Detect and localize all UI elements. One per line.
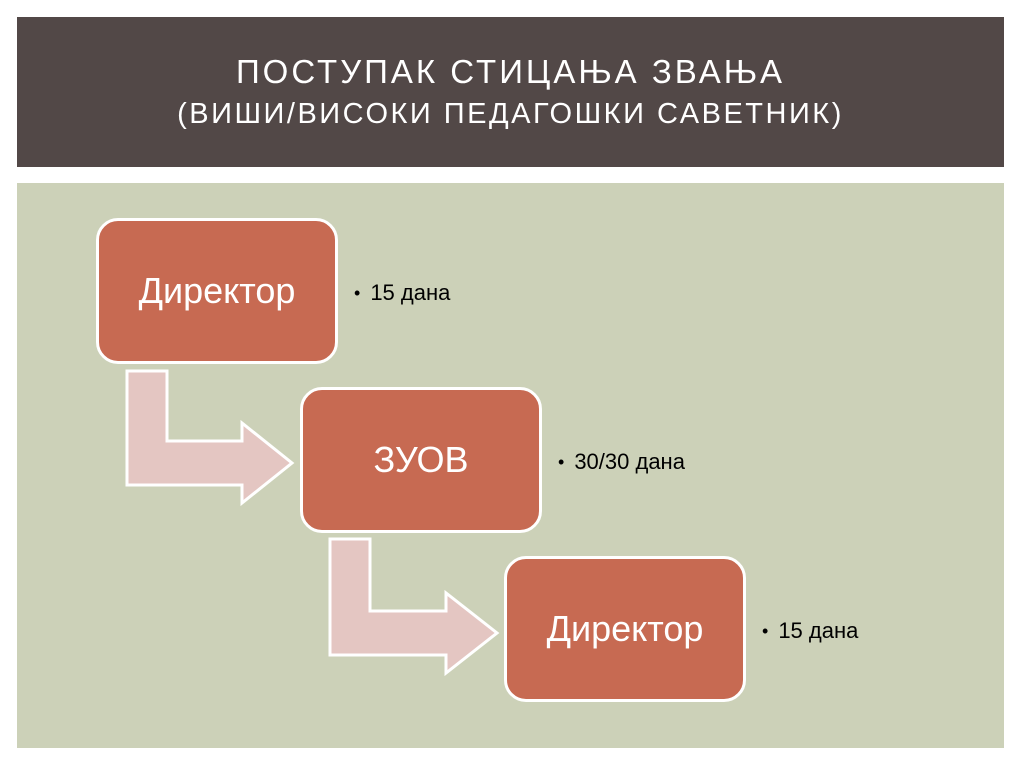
content-area: Директор • 15 дана ЗУОВ • 30/30 дана Дир… bbox=[17, 183, 1004, 748]
step-bullet-1: • 15 дана bbox=[354, 280, 450, 306]
slide-title: Поступак стицања звања bbox=[235, 53, 786, 90]
step-label: Директор bbox=[138, 270, 296, 311]
step-bullet-3: • 15 дана bbox=[762, 618, 858, 644]
process-arrows bbox=[125, 369, 500, 677]
step-label: ЗУОВ bbox=[373, 439, 469, 480]
step-label: Директор bbox=[546, 608, 704, 649]
step-box-director-2: Директор bbox=[504, 556, 746, 702]
step-box-director-1: Директор bbox=[96, 218, 338, 364]
bullet-dot: • bbox=[558, 451, 565, 472]
bent-arrow-2 bbox=[328, 537, 500, 677]
step-bullet-2: • 30/30 дана bbox=[558, 449, 685, 475]
bullet-text: 30/30 дана bbox=[574, 449, 685, 474]
bullet-text: 15 дана bbox=[778, 618, 859, 643]
step-box-zuov: ЗУОВ bbox=[300, 387, 542, 533]
title-bar: Поступак стицања звања (виши/високи педа… bbox=[17, 17, 1004, 167]
slide-subtitle: (виши/високи педагошки саветник) bbox=[177, 98, 844, 130]
bullet-dot: • bbox=[354, 282, 361, 303]
bullet-text: 15 дана bbox=[370, 280, 451, 305]
bullet-dot: • bbox=[762, 620, 769, 641]
bent-arrow-1 bbox=[125, 369, 295, 507]
